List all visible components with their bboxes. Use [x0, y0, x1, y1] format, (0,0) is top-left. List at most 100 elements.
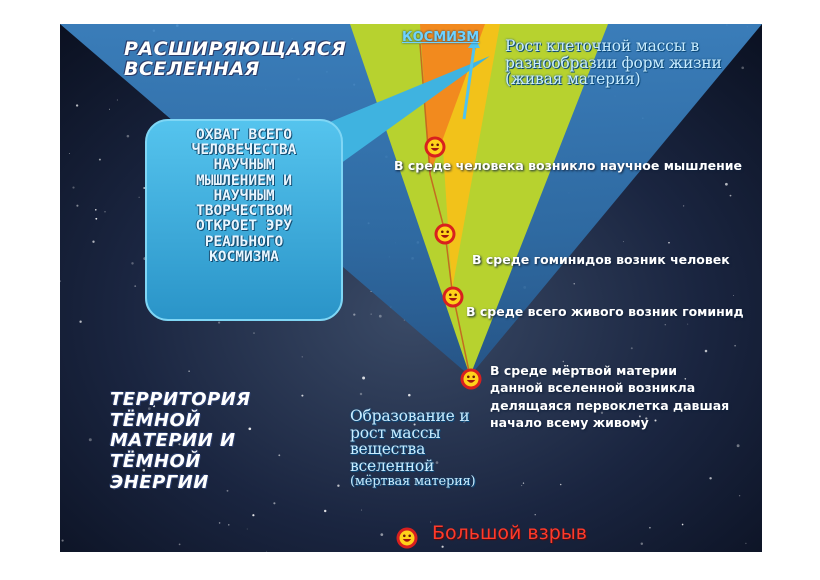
star	[408, 393, 411, 397]
star	[534, 514, 536, 516]
star	[640, 542, 644, 546]
star	[146, 441, 150, 445]
star	[684, 378, 687, 380]
evolution-band-orange	[420, 24, 485, 174]
star	[98, 158, 101, 161]
star	[72, 186, 75, 189]
star	[664, 323, 667, 326]
star	[248, 427, 252, 431]
star	[92, 240, 95, 243]
star	[104, 211, 106, 213]
star	[301, 356, 303, 358]
star	[147, 407, 151, 410]
star	[278, 454, 281, 457]
smiley-face-icon	[424, 136, 446, 158]
star	[645, 417, 648, 420]
star	[134, 285, 137, 287]
star	[61, 539, 64, 542]
cosmism-arrow	[462, 47, 476, 120]
star	[218, 522, 221, 524]
star	[430, 521, 432, 523]
star	[188, 370, 190, 372]
star	[76, 204, 79, 207]
star	[116, 99, 118, 101]
star	[733, 295, 735, 297]
big-bang-label: Большой взрыв	[432, 522, 587, 544]
dark-matter-territory-label: ТЕРРИТОРИЯ ТЁМНОЙ МАТЕРИИ И ТЁМНОЙ ЭНЕРГ…	[110, 389, 251, 493]
star	[573, 283, 575, 285]
cosmism-arrow-head	[468, 38, 480, 48]
smiley-face-icon	[442, 286, 464, 308]
star	[109, 108, 110, 110]
star	[435, 461, 439, 464]
star	[301, 394, 304, 397]
dead-matter-label: Образование и рост массы вещества вселен…	[350, 407, 476, 489]
star	[253, 332, 255, 334]
star	[559, 483, 562, 486]
star	[374, 479, 377, 481]
star	[370, 313, 372, 315]
star	[506, 369, 508, 371]
star	[88, 438, 92, 442]
milestone-first-cell: В среде мёртвой материи данной вселенной…	[490, 363, 730, 430]
smiley-face-icon	[460, 368, 482, 390]
star	[682, 205, 685, 207]
star	[178, 443, 181, 446]
star	[379, 483, 382, 486]
star	[630, 347, 633, 350]
star	[246, 528, 248, 530]
star	[252, 514, 255, 517]
expanding-universe-label: РАСШИРЯЮЩАЯСЯ ВСЕЛЕННАЯ	[124, 38, 347, 80]
star	[649, 526, 651, 529]
star	[337, 484, 340, 487]
milestone-human: В среде гоминидов возник человек	[472, 252, 730, 267]
star	[367, 465, 369, 468]
star	[273, 502, 276, 505]
star	[79, 320, 82, 323]
star	[606, 389, 609, 391]
star	[75, 104, 79, 107]
star	[228, 524, 230, 526]
star	[113, 488, 115, 490]
callout-pointer	[296, 56, 490, 174]
star	[681, 523, 684, 526]
star	[725, 182, 728, 186]
star	[741, 66, 745, 70]
callout-text: ОХВАТ ВСЕГО ЧЕЛОВЕЧЕСТВА НАУЧНЫМ МЫШЛЕНИ…	[191, 127, 297, 265]
star	[60, 280, 61, 283]
star	[178, 543, 181, 546]
star	[638, 415, 641, 418]
star	[403, 319, 405, 321]
star	[522, 482, 525, 484]
star	[378, 314, 382, 318]
living-matter-label: Рост клеточной массы в разнообразии форм…	[505, 37, 722, 89]
living-matter-cone	[350, 24, 608, 376]
star	[131, 262, 134, 265]
star	[138, 196, 140, 198]
star	[441, 545, 444, 548]
star	[618, 389, 620, 391]
star	[218, 321, 221, 324]
star	[622, 241, 624, 243]
star	[126, 134, 130, 138]
star	[736, 444, 740, 448]
star	[359, 392, 363, 396]
star	[323, 509, 327, 513]
star	[654, 419, 657, 422]
star	[362, 376, 366, 380]
cosmology-diagram: РАСШИРЯЮЩАЯСЯ ВСЕЛЕННАЯ ТЕРРИТОРИЯ ТЁМНО…	[60, 24, 762, 552]
star	[413, 423, 416, 426]
star	[687, 323, 689, 325]
star	[266, 550, 268, 552]
star	[668, 241, 670, 244]
star	[95, 217, 98, 220]
star	[462, 419, 466, 423]
star	[376, 413, 378, 415]
star	[704, 349, 708, 353]
star	[738, 495, 741, 497]
smiley-face-icon	[396, 527, 418, 549]
star	[353, 313, 356, 316]
star	[520, 484, 523, 487]
star	[600, 411, 604, 414]
cosmism-label: КОСМИЗМ	[402, 30, 480, 45]
